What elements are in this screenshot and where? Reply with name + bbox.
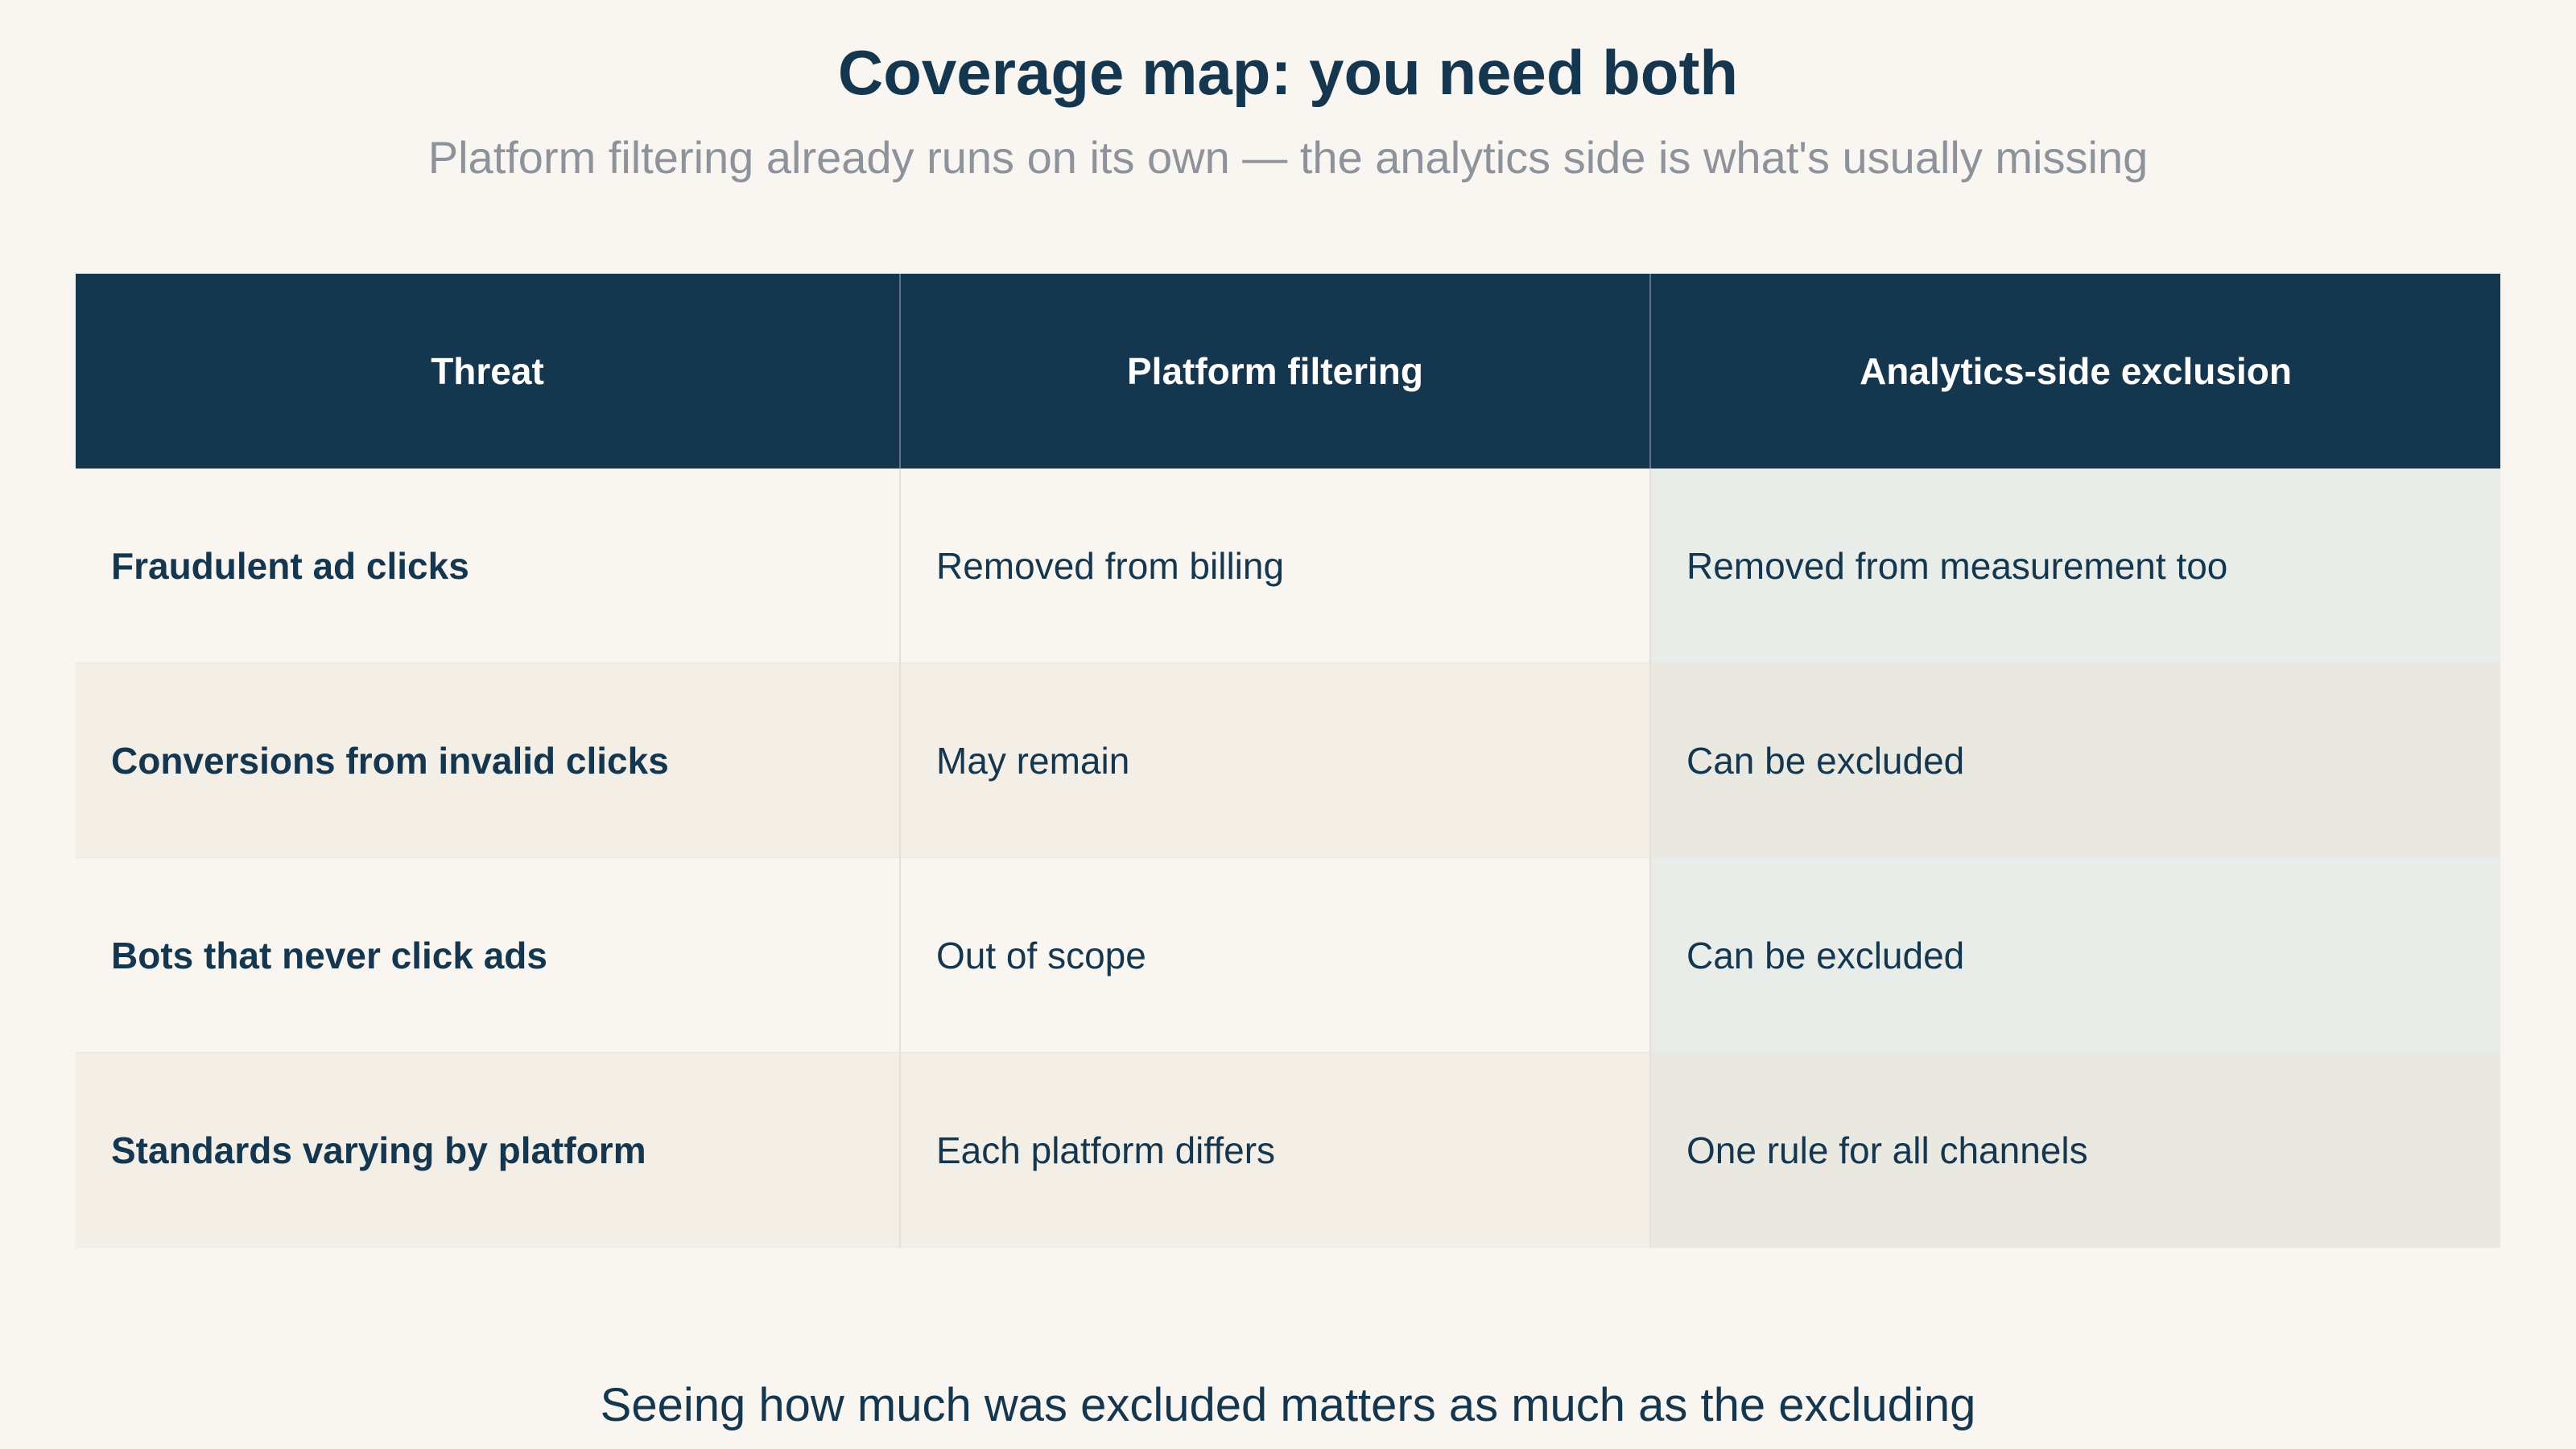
threat-cell: Conversions from invalid clicks <box>76 663 901 858</box>
table-row: Standards varying by platform Each platf… <box>76 1052 2500 1248</box>
page-title: Coverage map: you need both <box>837 37 1739 108</box>
header-platform-filtering: Platform filtering <box>900 274 1651 469</box>
footer-caption: Seeing how much was excluded matters as … <box>600 1379 1976 1431</box>
header-analytics-side-exclusion: Analytics-side exclusion <box>1650 274 2500 469</box>
platform-cell: Removed from billing <box>900 469 1651 663</box>
threat-cell: Bots that never click ads <box>76 857 901 1053</box>
table-header: Threat Platform filtering Analytics-side… <box>76 274 2500 469</box>
table-row: Conversions from invalid clicks May rema… <box>76 663 2500 858</box>
page-subtitle: Platform filtering already runs on its o… <box>427 132 2149 183</box>
header-threat: Threat <box>76 274 901 469</box>
platform-cell: May remain <box>900 663 1651 858</box>
coverage-table: Threat Platform filtering Analytics-side… <box>76 274 2500 1248</box>
threat-cell: Fraudulent ad clicks <box>76 469 901 663</box>
header-row: Threat Platform filtering Analytics-side… <box>76 274 2500 469</box>
analytics-cell: Removed from measurement too <box>1650 469 2500 663</box>
analytics-cell: Can be excluded <box>1650 663 2500 858</box>
table-row: Fraudulent ad clicks Removed from billin… <box>76 469 2500 663</box>
table-body: Fraudulent ad clicks Removed from billin… <box>76 469 2500 1248</box>
threat-cell: Standards varying by platform <box>76 1052 901 1248</box>
analytics-cell: Can be excluded <box>1650 857 2500 1053</box>
analytics-cell: One rule for all channels <box>1650 1052 2500 1248</box>
platform-cell: Each platform differs <box>900 1052 1651 1248</box>
platform-cell: Out of scope <box>900 857 1651 1053</box>
table-row: Bots that never click ads Out of scope C… <box>76 857 2500 1053</box>
